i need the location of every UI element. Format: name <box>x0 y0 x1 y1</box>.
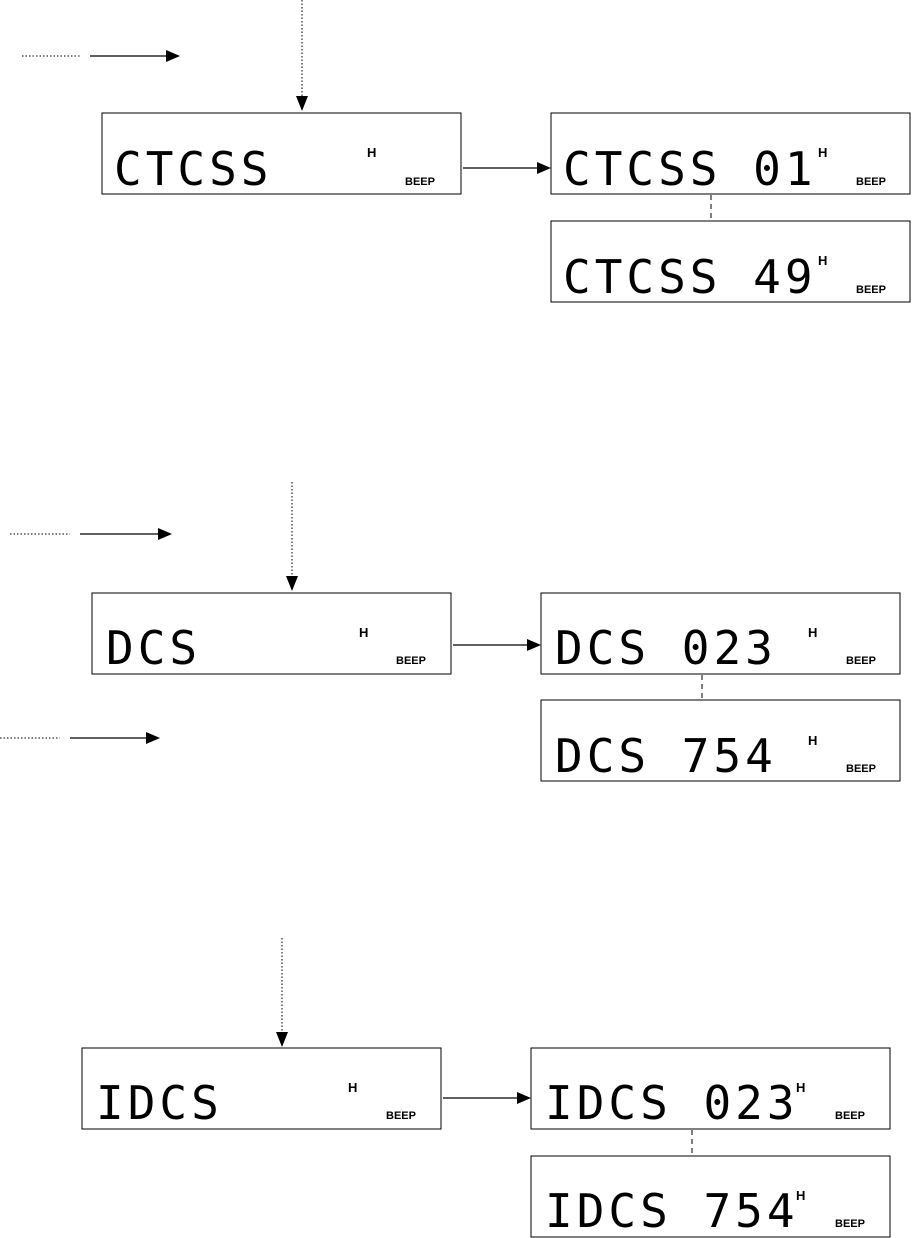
section-idcs: IDCS H BEEP IDCS 023 H BEEP IDCS 754 H B… <box>0 732 890 1238</box>
h-indicator: H <box>359 625 368 640</box>
entry-arrow-head <box>158 528 172 540</box>
lcd-menu-text: DCS <box>106 621 201 675</box>
beep-indicator: BEEP <box>396 655 426 667</box>
beep-indicator: BEEP <box>835 1218 865 1230</box>
entry-arrow-head <box>166 50 180 62</box>
vertical-arrow-head <box>296 96 308 111</box>
lcd-menu-ctcss: CTCSS H BEEP <box>102 113 461 196</box>
lcd-menu-text: IDCS <box>96 1076 223 1130</box>
beep-indicator: BEEP <box>835 1110 865 1122</box>
h-indicator: H <box>808 625 817 640</box>
lcd-value-text: IDCS 754 <box>545 1184 799 1238</box>
lcd-menu-dcs: DCS H BEEP <box>92 593 451 675</box>
h-indicator: H <box>348 1080 357 1095</box>
section-ctcss: CTCSS H BEEP CTCSS 01 H BEEP CTCSS 49 H … <box>22 0 910 304</box>
connector-arrow-head <box>537 162 551 174</box>
beep-indicator: BEEP <box>856 284 886 296</box>
lcd-value-text: DCS 023 <box>555 621 777 675</box>
vertical-arrow-head <box>286 576 298 591</box>
vertical-arrow-head <box>276 1032 288 1047</box>
h-indicator: H <box>818 145 827 160</box>
h-indicator: H <box>796 1080 805 1095</box>
lcd-value-text: DCS 754 <box>555 729 777 783</box>
lcd-first-value-ctcss: CTCSS 01 H BEEP <box>551 113 910 196</box>
lcd-value-text: IDCS 023 <box>545 1076 799 1130</box>
lcd-menu-idcs: IDCS H BEEP <box>82 1048 441 1130</box>
lcd-value-text: CTCSS 01 <box>563 142 817 196</box>
h-indicator: H <box>818 253 827 268</box>
h-indicator: H <box>796 1188 805 1203</box>
beep-indicator: BEEP <box>386 1110 416 1122</box>
h-indicator: H <box>808 733 817 748</box>
lcd-last-value-dcs: DCS 754 H BEEP <box>541 700 900 783</box>
beep-indicator: BEEP <box>856 176 886 188</box>
lcd-first-value-dcs: DCS 023 H BEEP <box>541 593 900 675</box>
connector-arrow-head <box>527 639 541 651</box>
lcd-value-text: CTCSS 49 <box>563 250 817 304</box>
lcd-last-value-ctcss: CTCSS 49 H BEEP <box>551 221 910 304</box>
beep-indicator: BEEP <box>846 763 876 775</box>
connector-arrow-head <box>517 1092 531 1104</box>
lcd-menu-text: CTCSS <box>114 142 272 196</box>
beep-indicator: BEEP <box>405 176 435 188</box>
entry-arrow-head <box>146 732 160 744</box>
h-indicator: H <box>367 145 376 160</box>
lcd-first-value-idcs: IDCS 023 H BEEP <box>531 1048 890 1130</box>
beep-indicator: BEEP <box>846 655 876 667</box>
lcd-last-value-idcs: IDCS 754 H BEEP <box>531 1156 890 1238</box>
